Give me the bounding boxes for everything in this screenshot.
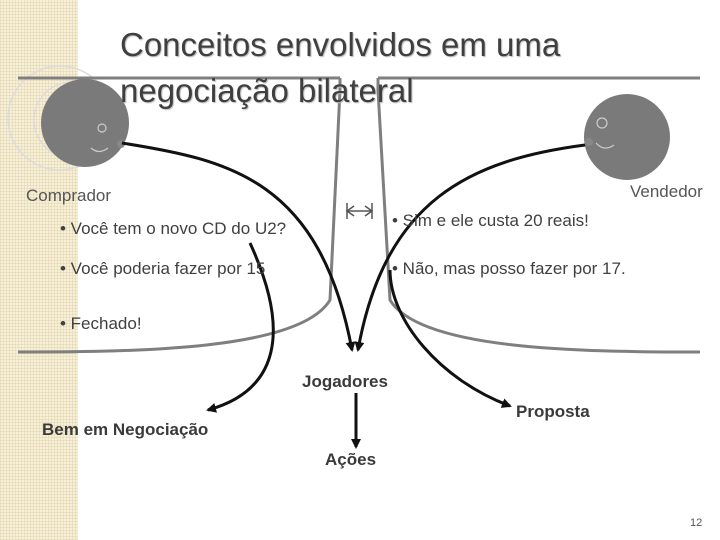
title-line-1: Conceitos envolvidos em uma [120, 26, 561, 63]
arrow-to-proposal [388, 269, 512, 408]
seller-head-icon [584, 94, 670, 180]
buyer-line-3: • Fechado! [60, 314, 142, 333]
seller-line-2: • Não, mas posso fazer por 17. [392, 259, 626, 278]
exchange-arrow [345, 203, 374, 219]
actions-label: Ações [325, 450, 377, 469]
title-line-2: negociação bilateral [120, 72, 414, 109]
slide-title: Conceitos envolvidos em uma negociação b… [120, 22, 560, 114]
item-label: Bem em Negociação [42, 420, 209, 439]
page-number: 12 [690, 517, 703, 529]
seller-line-1: • Sim e ele custa 20 reais! [392, 211, 589, 230]
buyer-head-icon [41, 79, 129, 167]
seller-label: Vendedor [630, 182, 703, 201]
buyer-label: Comprador [26, 186, 112, 205]
arrow-seller-to-players [354, 143, 586, 352]
buyer-line-1: • Você tem o novo CD do U2? [60, 219, 287, 238]
annotation-arrows [121, 141, 586, 449]
arrow-buyer-to-players [121, 141, 356, 352]
players-label: Jogadores [302, 372, 388, 391]
arrow-to-item [206, 242, 275, 413]
buyer-line-2: • Você poderia fazer por 15 [60, 259, 266, 278]
frame-lines [17, 76, 701, 354]
proposal-label: Proposta [516, 402, 590, 421]
